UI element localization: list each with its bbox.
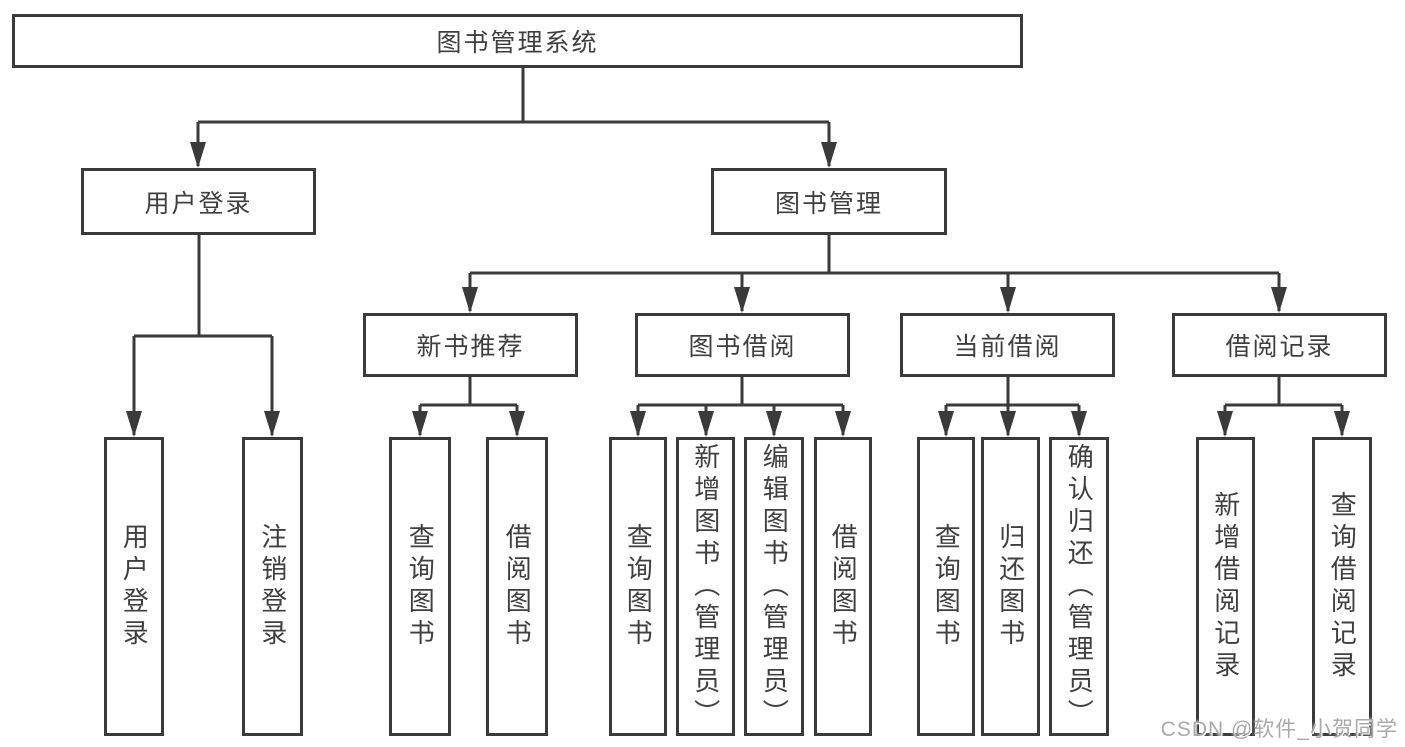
node-leaf-borrow-books-recommend-label: 借阅图书 xyxy=(502,522,533,651)
node-leaf-logout-label: 注销登录 xyxy=(257,522,288,651)
node-leaf-confirm-return-admin-label: 确认归还（管理员） xyxy=(1064,442,1095,731)
node-leaf-edit-books-admin-label: 编辑图书（管理员） xyxy=(759,442,790,731)
node-leaf-borrow-books: 借阅图书 xyxy=(814,437,872,736)
node-leaf-query-borrow-record: 查询借阅记录 xyxy=(1312,437,1372,736)
node-leaf-logout: 注销登录 xyxy=(242,437,303,736)
node-leaf-add-borrow-record-label: 新增借阅记录 xyxy=(1210,490,1241,683)
node-leaf-add-books-admin-label: 新增图书（管理员） xyxy=(690,442,721,731)
node-user-login: 用户登录 xyxy=(81,168,316,235)
node-book-management-label: 图书管理 xyxy=(774,189,883,218)
node-leaf-user-login: 用户登录 xyxy=(104,437,164,736)
node-borrow-records-label: 借阅记录 xyxy=(1225,333,1334,361)
node-leaf-edit-books-admin: 编辑图书（管理员） xyxy=(744,437,804,736)
node-leaf-query-books-recommend-label: 查询图书 xyxy=(405,522,436,651)
node-leaf-query-borrow-record-label: 查询借阅记录 xyxy=(1327,490,1358,683)
node-book-borrowing-label: 图书借阅 xyxy=(688,333,797,361)
node-leaf-return-books-label: 归还图书 xyxy=(995,522,1026,651)
node-library-system-label: 图书管理系统 xyxy=(436,29,599,57)
node-leaf-return-books: 归还图书 xyxy=(981,437,1040,736)
node-current-borrowing: 当前借阅 xyxy=(900,313,1115,377)
node-book-management: 图书管理 xyxy=(711,168,947,235)
node-leaf-add-borrow-record: 新增借阅记录 xyxy=(1196,437,1255,736)
node-leaf-borrow-books-label: 借阅图书 xyxy=(828,522,859,651)
node-leaf-query-books-current: 查询图书 xyxy=(917,437,975,736)
node-new-book-recommend-label: 新书推荐 xyxy=(416,333,525,361)
node-library-system: 图书管理系统 xyxy=(12,14,1023,68)
node-user-login-label: 用户登录 xyxy=(144,189,253,218)
node-leaf-query-books-borrowing-label: 查询图书 xyxy=(623,522,654,651)
node-new-book-recommend: 新书推荐 xyxy=(363,313,578,377)
node-current-borrowing-label: 当前借阅 xyxy=(953,333,1062,361)
node-leaf-confirm-return-admin: 确认归还（管理员） xyxy=(1049,437,1109,736)
node-borrow-records: 借阅记录 xyxy=(1172,313,1387,377)
csdn-watermark: CSDN @软件_小贺同学 xyxy=(1160,718,1398,741)
node-leaf-borrow-books-recommend: 借阅图书 xyxy=(486,437,548,736)
node-leaf-query-books-current-label: 查询图书 xyxy=(931,522,962,651)
node-book-borrowing: 图书借阅 xyxy=(635,313,850,377)
node-leaf-add-books-admin: 新增图书（管理员） xyxy=(676,437,735,736)
node-leaf-query-books-borrowing: 查询图书 xyxy=(609,437,667,736)
node-leaf-query-books-recommend: 查询图书 xyxy=(389,437,451,736)
node-leaf-user-login-label: 用户登录 xyxy=(119,522,150,651)
